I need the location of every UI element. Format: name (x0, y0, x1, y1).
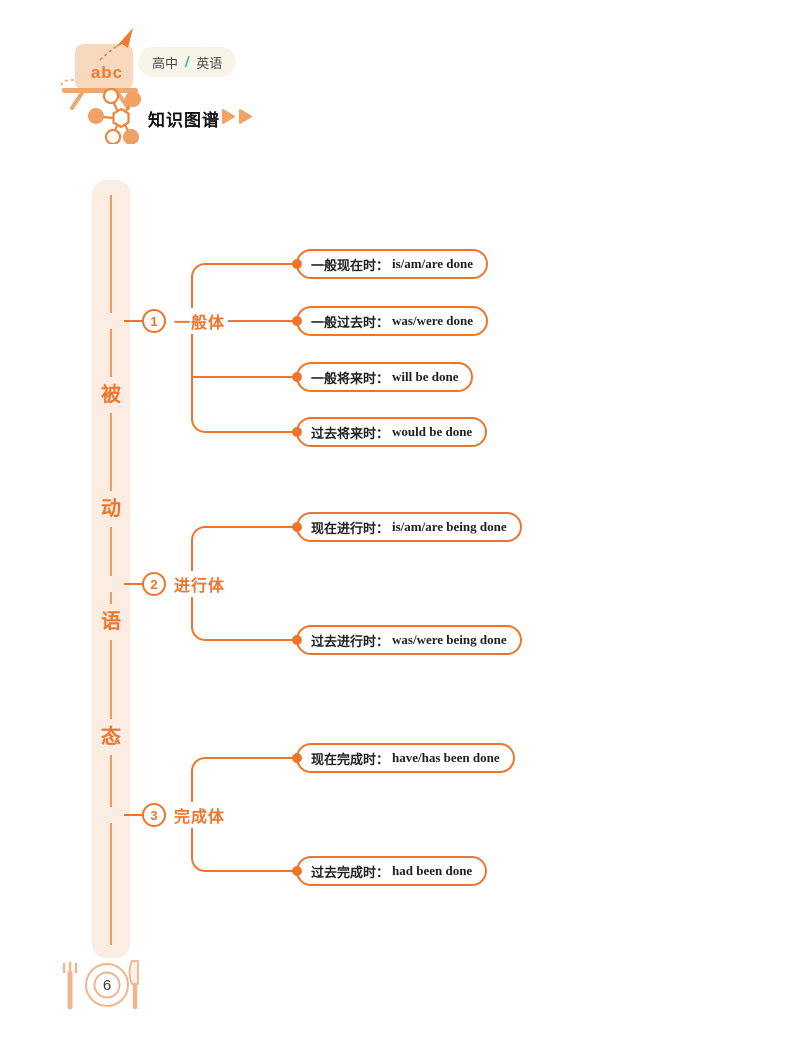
blackboard-logo-icon: abc (60, 28, 138, 110)
tag-separator: / (183, 53, 191, 71)
subject-tag: 高中 / 英语 (138, 47, 237, 77)
tense-box: 现在进行时： is/am/are being done (292, 512, 522, 542)
tense-form: was/were done (392, 313, 474, 328)
connector-dot-icon (292, 635, 302, 645)
double-arrow-icon (222, 109, 252, 124)
plate-cutlery-icon (62, 960, 139, 1010)
tense-name: 现在进行时： (311, 520, 390, 536)
tense-form: would be done (392, 424, 473, 439)
topic-char: 动 (92, 491, 130, 527)
branch-number-badge: 1 (142, 309, 166, 333)
tense-box: 一般过去时： was/were done (292, 306, 489, 336)
branch-label: 进行体 (171, 571, 229, 597)
connector-dot-icon (292, 753, 302, 763)
tense-name: 一般将来时： (311, 370, 390, 386)
topic-char: 语 (92, 604, 130, 640)
topic-char: 态 (92, 719, 130, 755)
branch-label: 完成体 (171, 802, 229, 828)
page-number: 6 (102, 976, 112, 994)
connector-dot-icon (292, 316, 302, 326)
tense-name: 一般现在时： (311, 257, 390, 273)
knowledge-graph-icon (88, 88, 141, 144)
branch-connector (124, 320, 143, 322)
tense-form: had been done (392, 863, 473, 878)
tense-form: is/am/are being done (392, 519, 507, 534)
paper-plane-icon (115, 28, 133, 48)
connector-dot-icon (292, 522, 302, 532)
tag-subject: 英语 (196, 55, 223, 71)
tense-form: will be done (392, 369, 459, 384)
tense-form: have/has been done (392, 750, 500, 765)
tense-name: 现在完成时： (311, 751, 390, 767)
branch-tree-lines (191, 263, 296, 433)
topic-bar: 被 动 语 态 (92, 180, 130, 958)
topic-char: 被 (92, 377, 130, 413)
branch-number-badge: 3 (142, 803, 166, 827)
section-title: 知识图谱 (148, 111, 220, 130)
tense-name: 一般过去时： (311, 314, 390, 330)
tense-box: 过去进行时： was/were being done (292, 625, 522, 655)
tag-level: 高中 (152, 55, 179, 71)
branch-label: 一般体 (171, 308, 229, 334)
tense-box: 现在完成时： have/has been done (292, 743, 515, 773)
logo-text: abc (91, 63, 123, 82)
connector-dot-icon (292, 866, 302, 876)
connector-dot-icon (292, 372, 302, 382)
connector-dot-icon (292, 259, 302, 269)
topic-bar-line (110, 195, 112, 945)
tense-box: 一般将来时： will be done (292, 362, 474, 392)
tense-box: 过去将来时： would be done (292, 417, 488, 447)
branch-connector (124, 814, 143, 816)
branch-connector (220, 320, 296, 322)
branch-connector (124, 583, 143, 585)
tense-name: 过去完成时： (311, 864, 390, 880)
tense-box: 过去完成时： had been done (292, 856, 488, 886)
tense-form: is/am/are done (392, 256, 474, 271)
tense-form: was/were being done (392, 632, 507, 647)
branch-number-badge: 2 (142, 572, 166, 596)
tense-name: 过去进行时： (311, 633, 390, 649)
tense-name: 过去将来时： (311, 425, 390, 441)
connector-dot-icon (292, 427, 302, 437)
branch-connector (191, 376, 296, 378)
tense-box: 一般现在时： is/am/are done (292, 249, 489, 279)
